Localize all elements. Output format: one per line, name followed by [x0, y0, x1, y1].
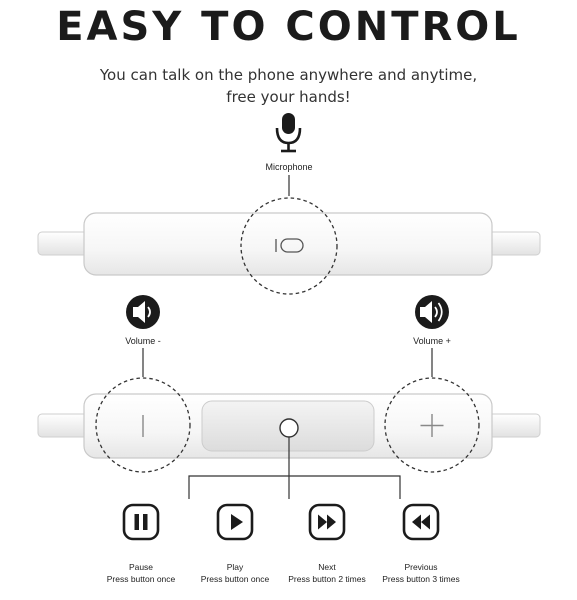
microphone-label: Microphone: [265, 162, 313, 172]
remote-upper: [37, 197, 541, 295]
control-title: Next: [318, 562, 336, 572]
control-caption-pause: Pause Press button once: [101, 561, 181, 585]
headline: EASY TO CONTROL: [56, 4, 521, 50]
control-caption-next: Next Press button 2 times: [282, 561, 372, 585]
previous-icon: [402, 503, 440, 541]
speaker-high-icon: [415, 295, 449, 329]
next-icon: [308, 503, 346, 541]
control-instruction: Press button once: [200, 574, 270, 584]
mic-hole-icon: [275, 238, 304, 253]
control-bracket: [188, 437, 401, 499]
microphone-icon: [275, 113, 302, 153]
control-caption-play: Play Press button once: [195, 561, 275, 585]
tagline-line-1: You can talk on the phone anywhere and a…: [99, 66, 478, 84]
plus-mark: [420, 414, 444, 437]
control-title: Previous: [404, 562, 438, 572]
play-icon: [216, 503, 254, 541]
tagline-line-2: free your hands!: [226, 88, 351, 106]
remote-lower: [37, 377, 541, 473]
control-caption-previous: Previous Press button 3 times: [376, 561, 466, 585]
volume-down-label: Volume -: [125, 336, 161, 346]
control-instruction: Press button 3 times: [382, 574, 460, 584]
control-instruction: Press button 2 times: [288, 574, 366, 584]
center-button-marker: [279, 418, 299, 438]
speaker-low-icon: [126, 295, 160, 329]
volume-up-label: Volume +: [413, 336, 451, 346]
pause-icon: [122, 503, 160, 541]
control-title: Play: [226, 562, 244, 572]
control-title: Pause: [128, 562, 154, 572]
control-instruction: Press button once: [106, 574, 176, 584]
